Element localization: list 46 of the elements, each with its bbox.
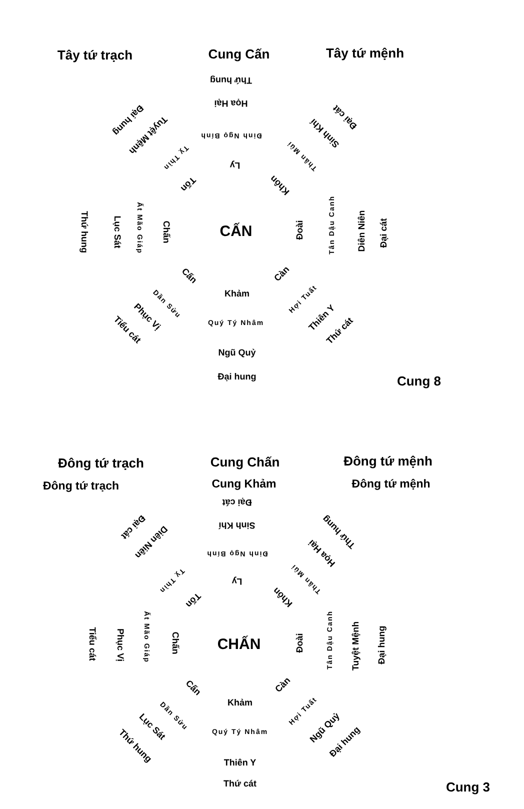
direction-label: Càn xyxy=(273,675,293,695)
direction-label: Tuyệt Mệnh xyxy=(350,621,362,671)
direction-label: Càn xyxy=(272,264,292,284)
direction-label: Sinh Khí xyxy=(218,520,256,530)
center-label: CẤN xyxy=(220,222,252,242)
direction-label: Đại hung xyxy=(218,372,256,382)
heading: Cung Cấn xyxy=(208,45,270,64)
direction-label: Khảm xyxy=(224,288,250,300)
direction-label: Họa Hại xyxy=(214,98,248,108)
direction-label: Đại cát xyxy=(222,496,252,508)
direction-label: Cấn xyxy=(179,266,199,286)
direction-label: Ly xyxy=(230,160,240,170)
direction-label: Lục Sát xyxy=(112,216,122,248)
direction-label: Thứ hung xyxy=(210,74,252,86)
subheading: Đông tứ mệnh xyxy=(352,477,430,492)
direction-label: Đại cát xyxy=(378,218,390,248)
center-label: CHẤN xyxy=(217,634,261,655)
direction-label: Thứ cát xyxy=(223,778,257,790)
heading: Cung 8 xyxy=(396,372,442,390)
direction-label: Thứ hung xyxy=(78,211,90,253)
direction-label: Tiểu cát xyxy=(86,627,98,661)
direction-label: Đại cát xyxy=(118,512,148,542)
direction-label: Đoài xyxy=(294,633,306,653)
heading: Cung 3 xyxy=(446,778,490,796)
direction-label: Chấn xyxy=(170,632,180,654)
heading: Tây tứ mệnh xyxy=(326,44,404,62)
heading: Tây tứ trạch xyxy=(57,46,133,64)
direction-label: Thiên Y xyxy=(224,758,256,768)
direction-label: Khảm xyxy=(228,698,252,708)
heading: Đông tứ trạch xyxy=(58,454,144,472)
direction-label: Tốn xyxy=(183,590,203,610)
heading: Đông tứ mệnh xyxy=(344,452,432,470)
subheading: Cung Khảm xyxy=(212,477,276,492)
subheading: Đông tứ trạch xyxy=(42,479,120,494)
direction-label: Phục Vị xyxy=(114,628,126,662)
direction-label: Diên Niên xyxy=(356,210,368,252)
direction-label: Đoài xyxy=(294,220,306,240)
direction-label: Tốn xyxy=(178,174,198,194)
direction-label: Ly xyxy=(232,576,242,586)
direction-label: Đại cát xyxy=(330,102,360,132)
direction-label: Đại hung xyxy=(376,626,388,664)
direction-label: Cấn xyxy=(183,678,203,698)
direction-label: Chấn xyxy=(160,220,172,244)
direction-label: Ngũ Quỷ xyxy=(218,348,256,358)
direction-label: Lục Sát xyxy=(136,712,168,742)
heading: Cung Chấn xyxy=(210,453,280,472)
